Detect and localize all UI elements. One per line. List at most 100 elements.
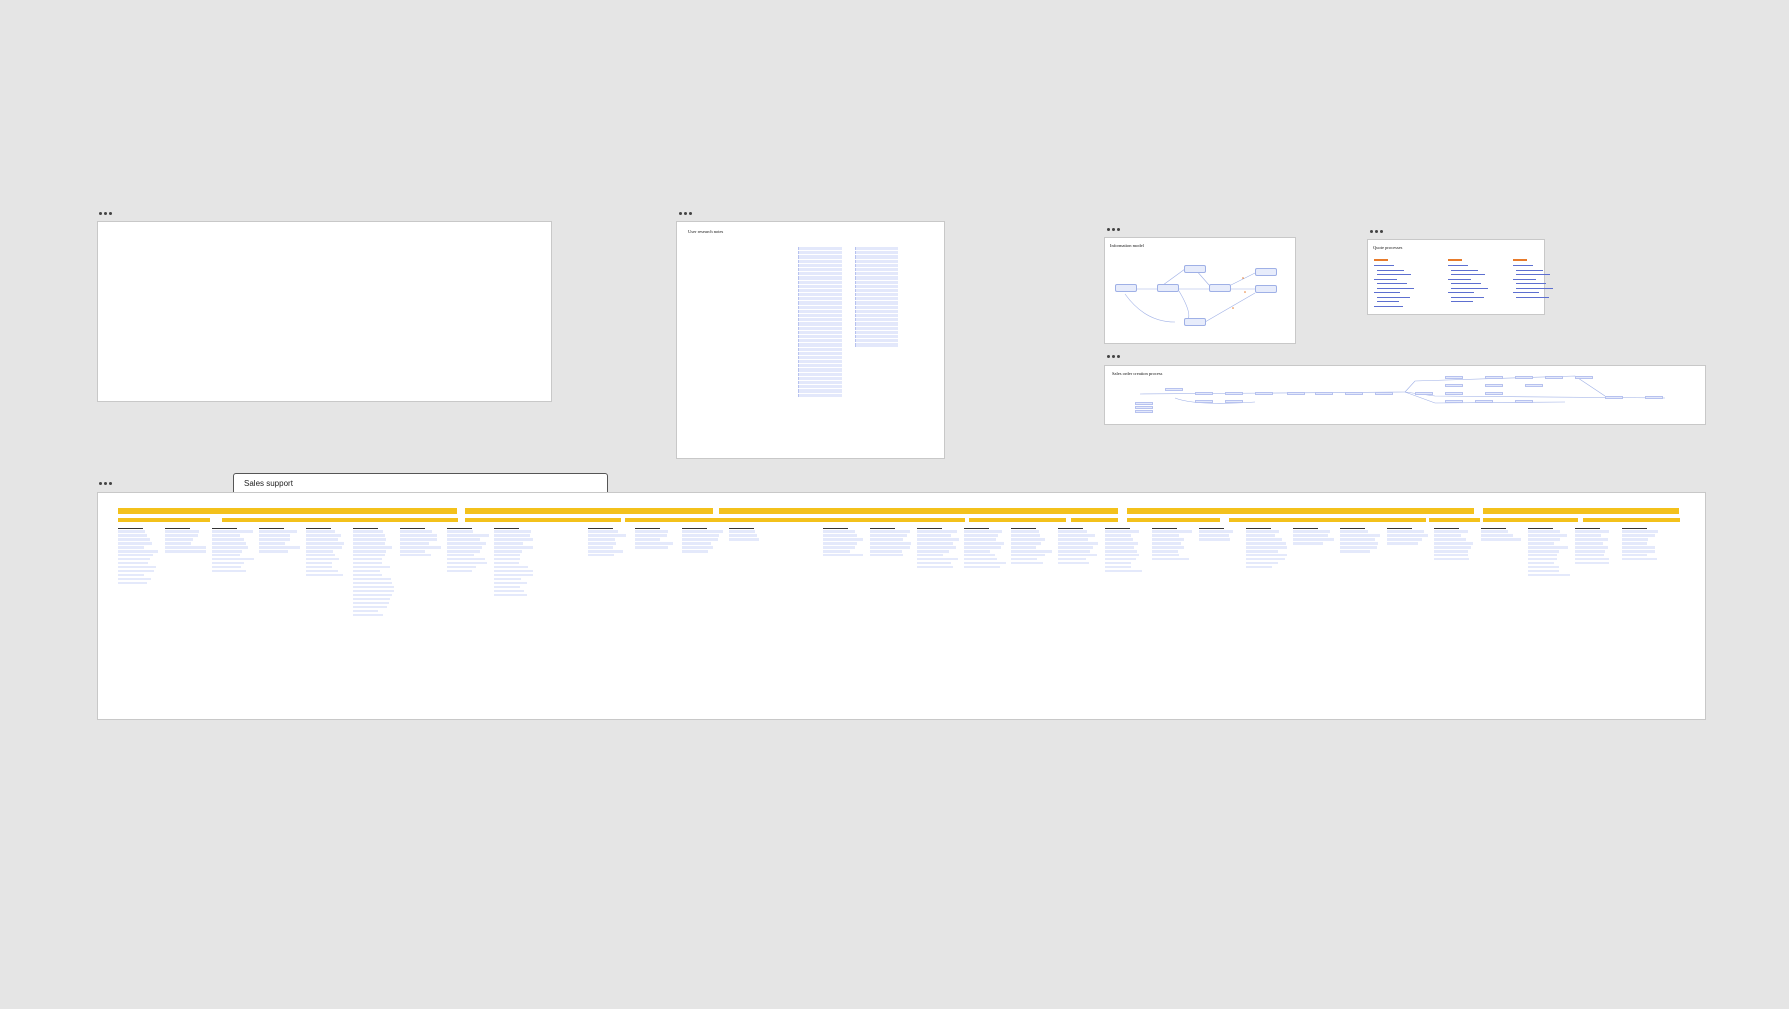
journey-note[interactable]: [635, 541, 673, 545]
journey-note[interactable]: [212, 565, 241, 569]
research-note[interactable]: [798, 360, 842, 364]
journey-note[interactable]: [1058, 537, 1089, 541]
journey-note[interactable]: [1105, 537, 1133, 541]
journey-note[interactable]: [1340, 533, 1381, 537]
frame-journey-board[interactable]: [97, 492, 1706, 720]
flow-node[interactable]: [1165, 388, 1183, 391]
journey-note[interactable]: [494, 581, 528, 585]
journey-note[interactable]: [447, 541, 487, 545]
journey-note[interactable]: [1293, 529, 1330, 533]
journey-note[interactable]: [306, 537, 338, 541]
research-note[interactable]: [798, 334, 842, 339]
journey-note[interactable]: [353, 573, 383, 577]
journey-note[interactable]: [353, 593, 393, 597]
journey-note[interactable]: [635, 545, 668, 549]
journey-note[interactable]: [494, 545, 534, 549]
research-note[interactable]: [798, 280, 842, 284]
journey-note[interactable]: [1528, 537, 1561, 541]
journey-note[interactable]: [1528, 557, 1557, 561]
journey-note[interactable]: [447, 533, 489, 537]
flow-node[interactable]: [1445, 384, 1463, 387]
flow-node[interactable]: [1485, 384, 1503, 387]
journey-note[interactable]: [353, 537, 387, 541]
journey-note[interactable]: [1058, 553, 1098, 557]
flow-node[interactable]: [1485, 376, 1503, 379]
journey-note[interactable]: [259, 533, 291, 537]
journey-note[interactable]: [1340, 549, 1370, 553]
journey-note[interactable]: [1434, 541, 1474, 545]
journey-note[interactable]: [212, 549, 242, 553]
research-note[interactable]: [798, 372, 842, 376]
journey-note[interactable]: [1246, 561, 1278, 565]
journey-note[interactable]: [1575, 561, 1610, 565]
research-note[interactable]: [798, 351, 842, 355]
journey-note[interactable]: [306, 553, 335, 557]
frame-sales-order-creation[interactable]: Sales order creation process: [1104, 365, 1706, 425]
journey-note[interactable]: [118, 533, 147, 537]
journey-note[interactable]: [212, 553, 240, 557]
journey-note[interactable]: [1058, 545, 1093, 549]
research-note[interactable]: [855, 247, 898, 251]
flow-node[interactable]: [1545, 376, 1563, 379]
journey-note[interactable]: [494, 577, 522, 581]
journey-note[interactable]: [306, 549, 334, 553]
journey-note[interactable]: [682, 533, 719, 537]
journey-note[interactable]: [1528, 533, 1568, 537]
journey-note[interactable]: [1152, 537, 1184, 541]
research-note[interactable]: [798, 247, 842, 251]
research-note[interactable]: [855, 309, 898, 313]
journey-note[interactable]: [1246, 541, 1286, 545]
journey-note[interactable]: [306, 557, 339, 561]
journey-note[interactable]: [917, 541, 953, 545]
journey-note[interactable]: [1575, 537, 1608, 541]
journey-note[interactable]: [964, 545, 1001, 549]
journey-note[interactable]: [259, 545, 300, 549]
frame-menu-icon[interactable]: [1370, 230, 1383, 233]
journey-note[interactable]: [870, 541, 912, 545]
model-node[interactable]: [1184, 318, 1206, 326]
journey-note[interactable]: [635, 533, 667, 537]
flow-node[interactable]: [1375, 392, 1393, 395]
journey-note[interactable]: [1293, 533, 1328, 537]
journey-note[interactable]: [1575, 533, 1602, 537]
journey-note[interactable]: [400, 549, 426, 553]
journey-note[interactable]: [1011, 557, 1037, 561]
journey-note[interactable]: [118, 541, 152, 545]
journey-note[interactable]: [494, 529, 531, 533]
journey-note[interactable]: [118, 577, 152, 581]
journey-note[interactable]: [306, 565, 332, 569]
model-node[interactable]: [1157, 284, 1179, 292]
journey-note[interactable]: [1105, 541, 1139, 545]
flow-node[interactable]: [1415, 392, 1433, 395]
journey-note[interactable]: [823, 545, 855, 549]
model-node[interactable]: [1255, 268, 1277, 276]
research-note[interactable]: [855, 251, 898, 255]
flow-node[interactable]: [1645, 396, 1663, 399]
journey-note[interactable]: [165, 545, 206, 549]
flow-node[interactable]: [1255, 392, 1273, 395]
research-note[interactable]: [798, 314, 842, 318]
journey-note[interactable]: [447, 561, 487, 565]
frame-menu-icon[interactable]: [99, 212, 112, 215]
research-note[interactable]: [798, 276, 842, 280]
research-note[interactable]: [855, 276, 898, 280]
journey-note[interactable]: [870, 533, 907, 537]
research-note[interactable]: [855, 322, 898, 326]
research-note[interactable]: [855, 263, 898, 267]
journey-note[interactable]: [1434, 529, 1469, 533]
research-note[interactable]: [798, 343, 842, 347]
journey-note[interactable]: [1105, 565, 1132, 569]
journey-note[interactable]: [447, 529, 474, 533]
journey-note[interactable]: [1528, 569, 1559, 573]
journey-note[interactable]: [1434, 549, 1469, 553]
journey-note[interactable]: [917, 529, 958, 533]
journey-note[interactable]: [353, 601, 389, 605]
flow-node[interactable]: [1315, 392, 1333, 395]
journey-note[interactable]: [1528, 549, 1559, 553]
journey-note[interactable]: [1105, 553, 1139, 557]
journey-note[interactable]: [494, 569, 534, 573]
flow-node[interactable]: [1195, 392, 1213, 395]
journey-note[interactable]: [964, 553, 996, 557]
journey-note[interactable]: [870, 529, 911, 533]
frame-quote-processes[interactable]: Quote processes: [1367, 239, 1553, 315]
